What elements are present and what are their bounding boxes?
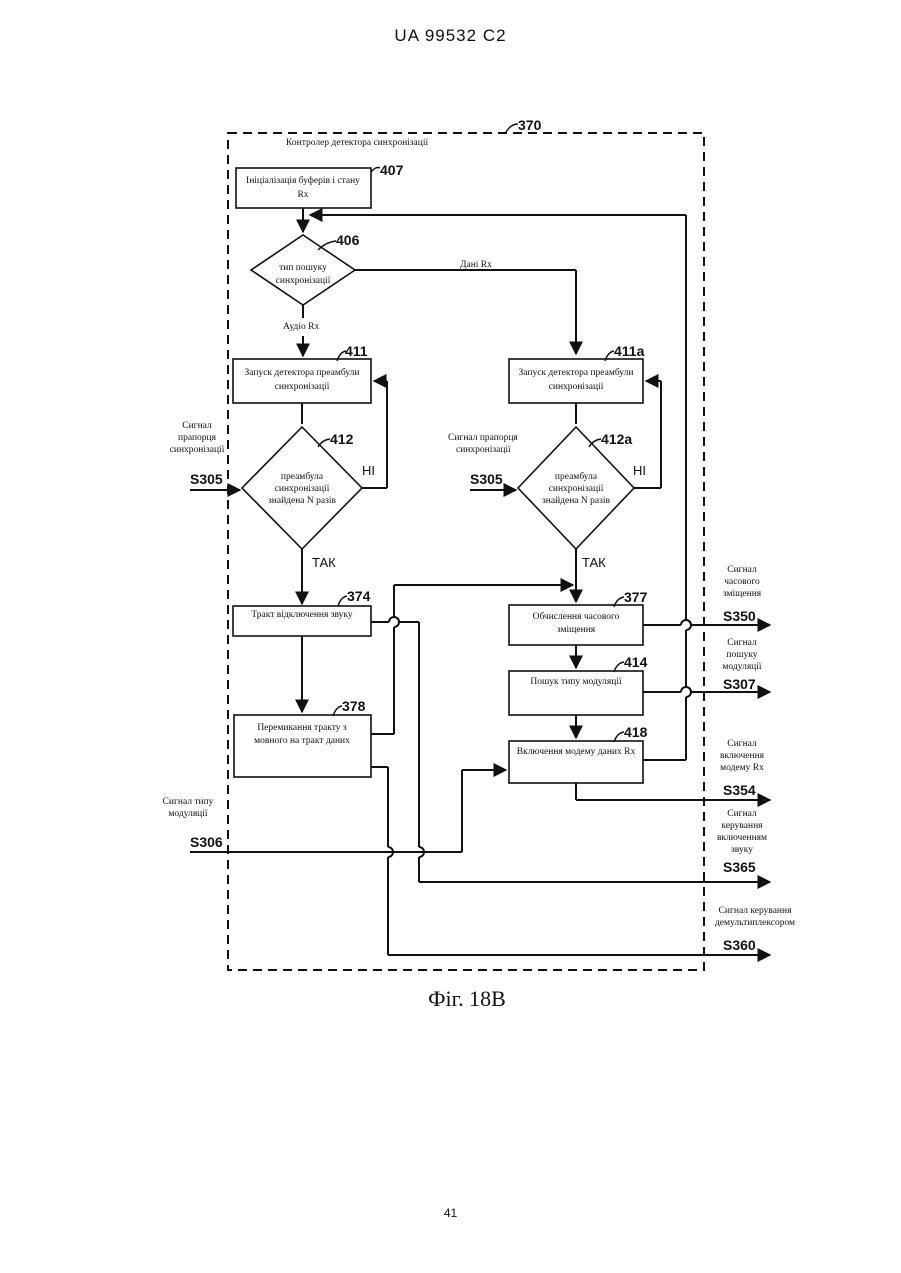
output-demux-control-code: S360: [723, 937, 756, 953]
output-modulation-search-code: S307: [723, 676, 756, 692]
input-modulation-type-label-2: модуляції: [168, 809, 207, 819]
output-modem-enable-label-3: модему Rx: [720, 763, 764, 773]
decision-preamble-found-audio-label-3: знайдена N разів: [268, 495, 336, 506]
output-audio-control-code: S365: [723, 859, 756, 875]
block-init-buffers-label: Ініціалізація буферів і стану: [246, 175, 360, 186]
decision-preamble-found-audio-no: НІ: [362, 463, 375, 478]
output-demux-control-label-2: демультиплексором: [715, 918, 795, 928]
input-sync-flag-left-code: S305: [190, 471, 223, 487]
decision-preamble-found-data-ref: 412а: [601, 431, 632, 447]
output-modulation-search-label-3: модуляції: [722, 662, 761, 672]
decision-preamble-found-data-yes: ТАК: [582, 555, 606, 570]
controller-ref: 370: [518, 117, 542, 133]
decision-sync-search-type-label-2: синхронізації: [276, 276, 331, 286]
input-sync-flag-right-label: Сигнал прапорця: [448, 433, 518, 443]
output-modulation-search-label-2: пошуку: [726, 650, 757, 660]
decision-preamble-found-audio-label: преамбула: [281, 471, 324, 482]
block-start-preamble-detector-audio: [233, 359, 371, 403]
block-start-preamble-detector-audio-label: Запуск детектора преамбули: [245, 367, 360, 378]
block-init-buffers: [236, 168, 371, 208]
output-audio-control-label-4: звуку: [731, 845, 753, 855]
decision-sync-search-type-label: тип пошуку: [279, 263, 327, 273]
figure-caption: Фіг. 18В: [428, 986, 506, 1011]
input-sync-flag-right-code: S305: [470, 471, 503, 487]
branch-label-audio-rx: Аудіо Rx: [283, 322, 319, 332]
block-switch-voice-to-data-ref: 378: [342, 698, 366, 714]
block-switch-voice-to-data-label-2: мовного на тракт даних: [254, 736, 350, 746]
block-enable-data-modem-ref: 418: [624, 724, 648, 740]
block-start-preamble-detector-data-label-2: синхронізації: [549, 382, 604, 392]
input-modulation-type-code: S306: [190, 834, 223, 850]
block-start-preamble-detector-data: [509, 359, 643, 403]
block-init-buffers-ref: 407: [380, 162, 404, 178]
decision-preamble-found-audio-label-2: синхронізації: [275, 484, 330, 494]
input-sync-flag-right-label-2: синхронізації: [456, 445, 511, 455]
input-modulation-type-label: Сигнал типу: [163, 797, 214, 807]
output-time-offset-label: Сигнал: [727, 565, 757, 575]
output-time-offset-label-2: часового: [724, 577, 760, 587]
block-modulation-search-ref: 414: [624, 654, 648, 670]
block-start-preamble-detector-data-label: Запуск детектора преамбули: [519, 367, 634, 378]
input-sync-flag-left-label: Сигнал: [182, 421, 212, 431]
output-modem-enable-code: S354: [723, 782, 756, 798]
output-modem-enable-label-2: включення: [720, 751, 765, 761]
block-start-preamble-detector-audio-ref: 411: [345, 343, 368, 359]
block-compute-time-offset-label-2: зміщення: [557, 625, 596, 635]
decision-preamble-found-audio-ref: 412: [330, 431, 354, 447]
decision-preamble-found-data-label-3: знайдена N разів: [542, 495, 610, 506]
decision-preamble-found-data-no: НІ: [633, 463, 646, 478]
output-time-offset-code: S350: [723, 608, 756, 624]
decision-preamble-found-data-label: преамбула: [555, 471, 598, 482]
branch-label-data-rx: Дані Rx: [460, 260, 492, 270]
output-audio-control-label-3: включенням: [717, 833, 767, 843]
decision-preamble-found-audio-yes: ТАК: [312, 555, 336, 570]
output-audio-control-label-2: керування: [721, 821, 763, 831]
block-audio-mute-path-label: Тракт відключення звуку: [251, 610, 353, 620]
output-modem-enable-label: Сигнал: [727, 739, 757, 749]
block-compute-time-offset-label: Обчислення часового: [533, 611, 620, 622]
block-start-preamble-detector-data-ref: 411а: [614, 343, 645, 359]
decision-sync-search-type-ref: 406: [336, 232, 360, 248]
output-modulation-search-label: Сигнал: [727, 638, 757, 648]
output-time-offset-label-3: зміщення: [723, 589, 762, 599]
input-sync-flag-left-label-3: синхронізації: [170, 445, 225, 455]
block-start-preamble-detector-audio-label-2: синхронізації: [275, 382, 330, 392]
output-audio-control-label: Сигнал: [727, 809, 757, 819]
block-audio-mute-path-ref: 374: [347, 588, 371, 604]
block-compute-time-offset-ref: 377: [624, 589, 648, 605]
output-demux-control-label: Сигнал керування: [719, 906, 793, 916]
block-modulation-search-label: Пошук типу модуляції: [530, 677, 622, 687]
block-init-buffers-label-2: Rx: [297, 190, 308, 200]
input-sync-flag-left-label-2: прапорця: [178, 433, 217, 443]
block-switch-voice-to-data-label: Перемикання тракту з: [257, 723, 347, 733]
controller-label: Контролер детектора синхронізації: [286, 138, 428, 148]
block-enable-data-modem-label: Включення модему даних Rx: [517, 747, 636, 757]
decision-preamble-found-data-label-2: синхронізації: [549, 484, 604, 494]
page-number: 41: [0, 1206, 901, 1220]
